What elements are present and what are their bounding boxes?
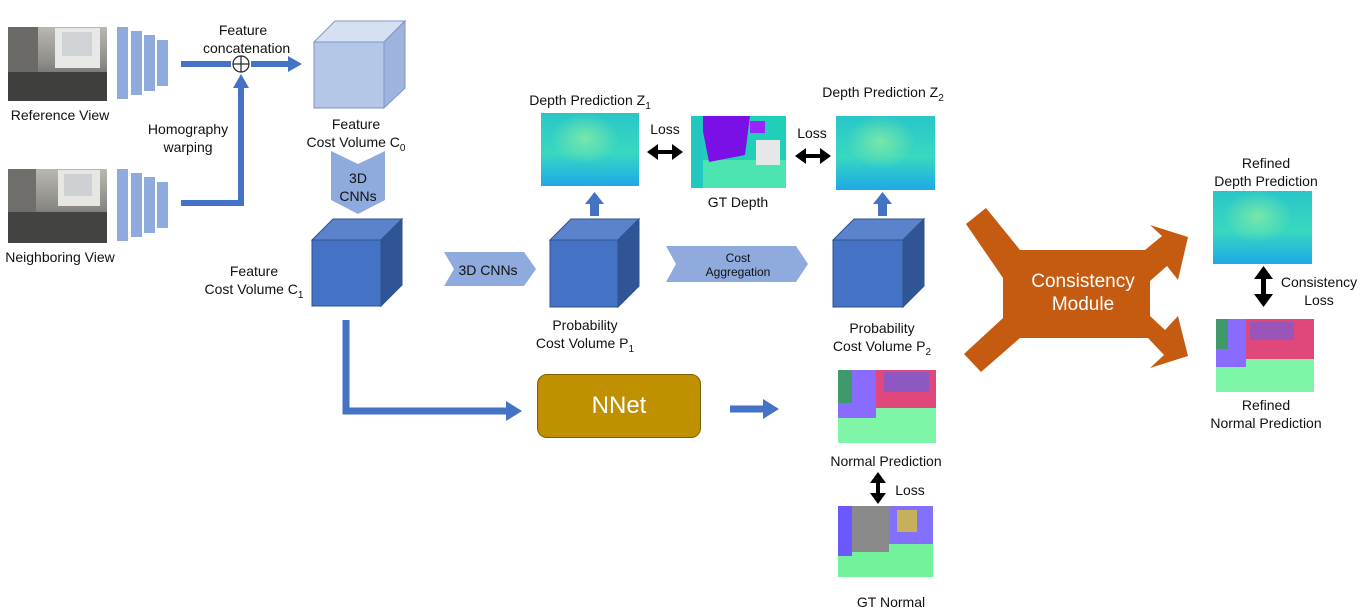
cost-volume-c1-label: Feature Cost Volume C1 (204, 263, 304, 301)
loss-double-arrow-1 (647, 144, 683, 160)
refined-normal-image (1216, 319, 1314, 392)
consistency-module-shape (964, 208, 1188, 372)
cnn-vertical-block (331, 151, 385, 214)
nnet-block: NNet (537, 374, 701, 438)
homography-warping-label: Homography warping (147, 121, 229, 155)
concat-arrows (181, 61, 288, 206)
normal-prediction-label: Normal Prediction (830, 453, 942, 469)
depth-z1-label: Depth Prediction Z1 (529, 92, 651, 112)
reference-view-image (8, 27, 107, 101)
cnn-vertical-label: 3D CNNs (339, 170, 377, 204)
arrow-head-to-c0 (288, 56, 302, 72)
refined-depth-label: Refined Depth Prediction (1214, 155, 1318, 189)
gt-depth-label: GT Depth (707, 194, 769, 210)
cnn-horizontal-label: 3D CNNs (458, 262, 518, 278)
cube-c1 (310, 217, 404, 308)
refined-depth-image (1213, 191, 1312, 264)
depth-z2-label: Depth Prediction Z2 (822, 84, 944, 104)
depth-z2-image (836, 116, 935, 190)
reference-view-label: Reference View (10, 107, 110, 123)
loss-label-2: Loss (797, 125, 827, 141)
arrow-head-up-concat (233, 74, 249, 88)
arrow-p1-to-z1 (585, 192, 604, 216)
arrow-nnet-to-normal (730, 399, 779, 419)
neighboring-view-image (8, 169, 107, 243)
arrow-c1-to-nnet (342, 320, 522, 421)
loss-label-3: Loss (895, 482, 925, 498)
feature-extractor-bottom (117, 169, 168, 241)
cube-p2 (831, 217, 926, 309)
gt-depth-image (691, 116, 786, 188)
cost-volume-c0-label: Feature Cost Volume C0 (306, 116, 406, 154)
cost-volume-p2-label: Probability Cost Volume P2 (832, 320, 932, 358)
loss-label-1: Loss (650, 121, 680, 137)
arrow-p2-to-z2 (873, 192, 892, 216)
refined-normal-label: Refined Normal Prediction (1210, 397, 1322, 431)
loss-double-arrow-2 (795, 148, 831, 164)
feature-extractor-top (117, 27, 168, 99)
cost-aggregation-label: Cost Aggregation (705, 251, 771, 279)
consistency-loss-arrow (1254, 266, 1273, 307)
cnn-horizontal-block (444, 252, 536, 286)
gt-normal-image (838, 506, 933, 577)
neighboring-view-label: Neighboring View (5, 249, 115, 265)
depth-z1-image (541, 113, 639, 186)
cost-aggregation-block (666, 246, 808, 282)
feature-concatenation-label: Feature concatenation (203, 22, 291, 56)
loss-double-arrow-3 (870, 472, 886, 504)
concat-circle-plus-icon (232, 55, 250, 73)
normal-prediction-image (838, 370, 936, 443)
consistency-loss-label: Consistency Loss (1280, 274, 1358, 308)
gt-normal-label: GT Normal (856, 594, 926, 610)
cube-p1 (548, 217, 641, 309)
cube-c0 (312, 19, 407, 110)
consistency-module-label: Consistency Module (1031, 271, 1135, 315)
cost-volume-p1-label: Probability Cost Volume P1 (535, 317, 635, 355)
